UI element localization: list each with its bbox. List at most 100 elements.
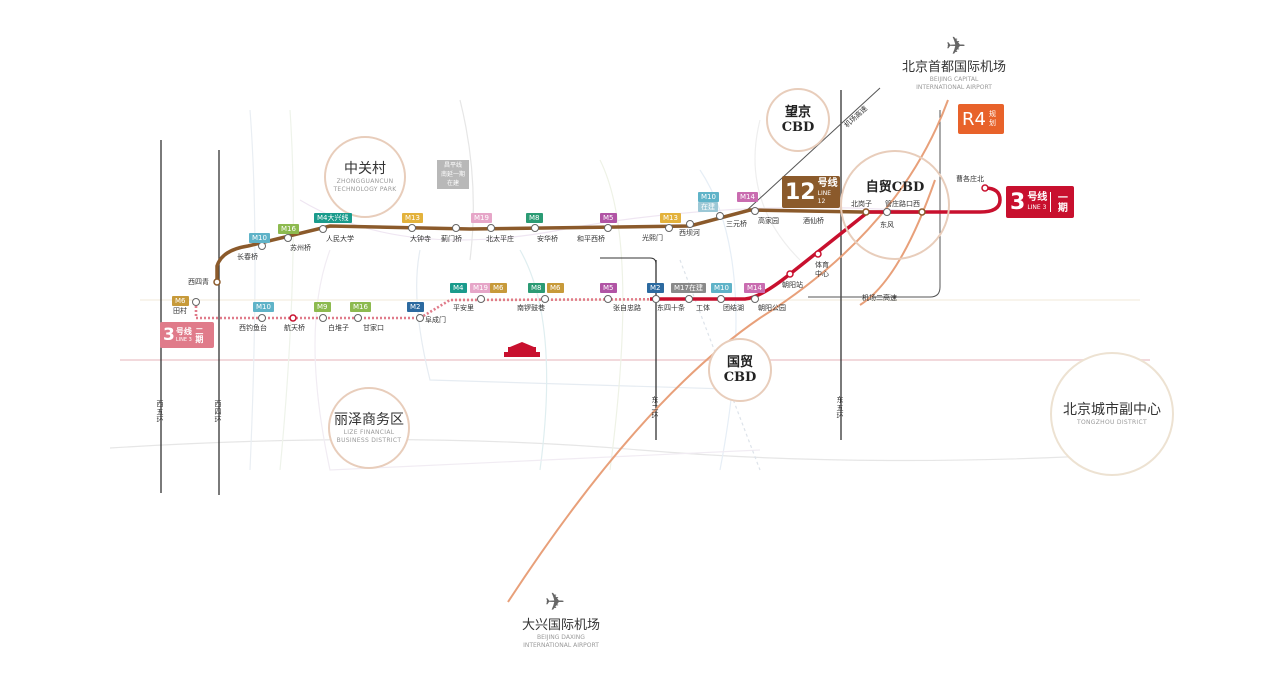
line-tag-m4: M4大兴线 xyxy=(314,213,352,223)
badge-label: 号线 xyxy=(817,178,838,189)
line12-path xyxy=(215,208,922,282)
station-label: 光熙门 xyxy=(642,234,663,242)
line-tag-m10: M10 xyxy=(711,283,732,293)
line-tag-m16: M16 xyxy=(350,302,371,312)
cbd-name: 望京 xyxy=(784,105,811,120)
station-label: 甘家口 xyxy=(363,324,384,332)
airport-en: BEIJING DAXING xyxy=(537,634,585,641)
line-tag-m6: M6 xyxy=(490,283,507,293)
line12-badge: 12 号线 LINE 12 xyxy=(782,176,840,208)
badge-number: 3 xyxy=(1010,189,1026,215)
district-en: ZHONGGUANCUN xyxy=(336,177,394,185)
ring-label-west5: 西五环 xyxy=(156,400,164,424)
r4-badge: R4 规 划 xyxy=(958,104,1004,134)
airport-capital: ✈ 北京首都国际机场 BEIJING CAPITAL INTERNATIONAL… xyxy=(874,32,1034,92)
district-name: 北京城市副中心 xyxy=(1063,401,1161,418)
line-tag-note: 在建 xyxy=(698,202,718,212)
airplane-icon: ✈ xyxy=(545,588,566,616)
station-label: 南锣鼓巷 xyxy=(517,304,545,312)
district-en: BUSINESS DISTRICT xyxy=(336,436,402,444)
line-tag-m19: M19 xyxy=(471,213,492,223)
line3-path xyxy=(650,186,1002,301)
district-en: LIZE FINANCIAL xyxy=(343,428,395,436)
badge-sub: LINE 3 xyxy=(1027,204,1047,211)
tiananmen-icon xyxy=(504,342,540,357)
line-tag-m5: M5 xyxy=(600,213,617,223)
ring-label-east2: 东二环 xyxy=(651,396,659,420)
station-label: 高家园 xyxy=(758,217,779,225)
line-tag-m17: M17在建 xyxy=(671,283,706,293)
line-tag-m10: M10 xyxy=(698,192,719,202)
badge-note: 划 xyxy=(988,119,996,127)
note-line: 昌平线 xyxy=(443,162,462,169)
station-label: 人民大学 xyxy=(326,235,354,243)
airplane-icon: ✈ xyxy=(946,32,967,60)
badge-note: 规 xyxy=(988,110,996,118)
line-tag-m4: M4 xyxy=(450,283,467,293)
district-lize: 丽泽商务区 LIZE FINANCIAL BUSINESS DISTRICT xyxy=(328,387,410,469)
airport-en: INTERNATIONAL AIRPORT xyxy=(916,84,992,91)
airport-name: 北京首都国际机场 xyxy=(901,60,1006,75)
line-tag-m8: M8 xyxy=(526,213,543,223)
station-label: 西钓鱼台 xyxy=(239,324,267,332)
station-label: 大钟寺 xyxy=(410,235,431,243)
cbd-name: CBD xyxy=(723,370,757,385)
line-tag-m2: M2 xyxy=(647,283,664,293)
station-label: 张自忠路 xyxy=(613,304,641,312)
district-tongzhou: 北京城市副中心 TONGZHOU DISTRICT xyxy=(1050,352,1174,476)
highway-label-airport2: 机场二高速 xyxy=(862,294,897,302)
line-tag-m13: M13 xyxy=(660,213,681,223)
line-tag-m6: M6 xyxy=(172,296,189,306)
line-tag-m5: M5 xyxy=(600,283,617,293)
district-en: TECHNOLOGY PARK xyxy=(333,185,397,193)
line3-badge: 3 号线 LINE 3 一期 xyxy=(1006,186,1074,218)
badge-phase: 一期 xyxy=(1050,192,1068,212)
airport-name: 大兴国际机场 xyxy=(521,618,600,633)
transfer-nodes xyxy=(192,207,891,322)
station-label: 酒仙桥 xyxy=(803,217,824,225)
badge-number: 3 xyxy=(163,325,175,345)
station-label: 平安里 xyxy=(453,304,474,312)
line-tag-m10: M10 xyxy=(249,233,270,243)
station-label: 体育中心 xyxy=(815,261,829,278)
badge-phase: 二期 xyxy=(194,327,204,343)
line-tag-m13: M13 xyxy=(402,213,423,223)
background-lines xyxy=(109,99,1161,471)
note-line: 在建 xyxy=(446,180,459,187)
station-label: 白堆子 xyxy=(328,324,349,332)
line-tag-m16: M16 xyxy=(278,224,299,234)
line-tag-m14: M14 xyxy=(744,283,765,293)
station-label: 朝阳站 xyxy=(782,281,803,289)
cbd-name: CBD xyxy=(781,120,815,135)
line-tag-m9: M9 xyxy=(314,302,331,312)
cbd-name: 国贸 xyxy=(726,355,753,370)
district-name: 丽泽商务区 xyxy=(334,411,404,428)
district-zhongguancun: 中关村 ZHONGGUANCUN TECHNOLOGY PARK xyxy=(324,136,406,218)
airport-daxing: ✈ 大兴国际机场 BEIJING DAXING INTERNATIONAL AI… xyxy=(481,588,641,650)
line-tag-m8: M8 xyxy=(528,283,545,293)
district-guomao: 国贸 CBD xyxy=(708,338,772,402)
note-line: 南延一期 xyxy=(440,171,465,178)
badge-sub: LINE 3 xyxy=(175,337,192,343)
ring-label-east5: 东五环 xyxy=(836,396,844,420)
station-label: 北太平庄 xyxy=(486,235,514,243)
line-tag-m2: M2 xyxy=(407,302,424,312)
station-label: 团结湖 xyxy=(723,304,744,312)
line-tag-m6: M6 xyxy=(547,283,564,293)
district-en: TONGZHOU DISTRICT xyxy=(1077,418,1147,426)
badge-number: 12 xyxy=(785,179,816,205)
line-tag-m19: M19 xyxy=(470,283,491,293)
station-label: 苏州桥 xyxy=(290,244,311,252)
badge-label: 号线 xyxy=(1027,192,1048,203)
station-label: 管庄路口西 xyxy=(885,200,920,208)
station-label: 西四青 xyxy=(188,278,209,286)
cbd-name: 自贸CBD xyxy=(865,179,925,195)
highways xyxy=(744,87,941,298)
station-label: 长春桥 xyxy=(237,253,258,261)
station-label: 北岗子 xyxy=(851,200,872,208)
station-label: 东四十条 xyxy=(657,304,685,312)
ring-label-west4: 西四环 xyxy=(214,400,222,424)
station-label: 蓟门桥 xyxy=(441,235,462,243)
